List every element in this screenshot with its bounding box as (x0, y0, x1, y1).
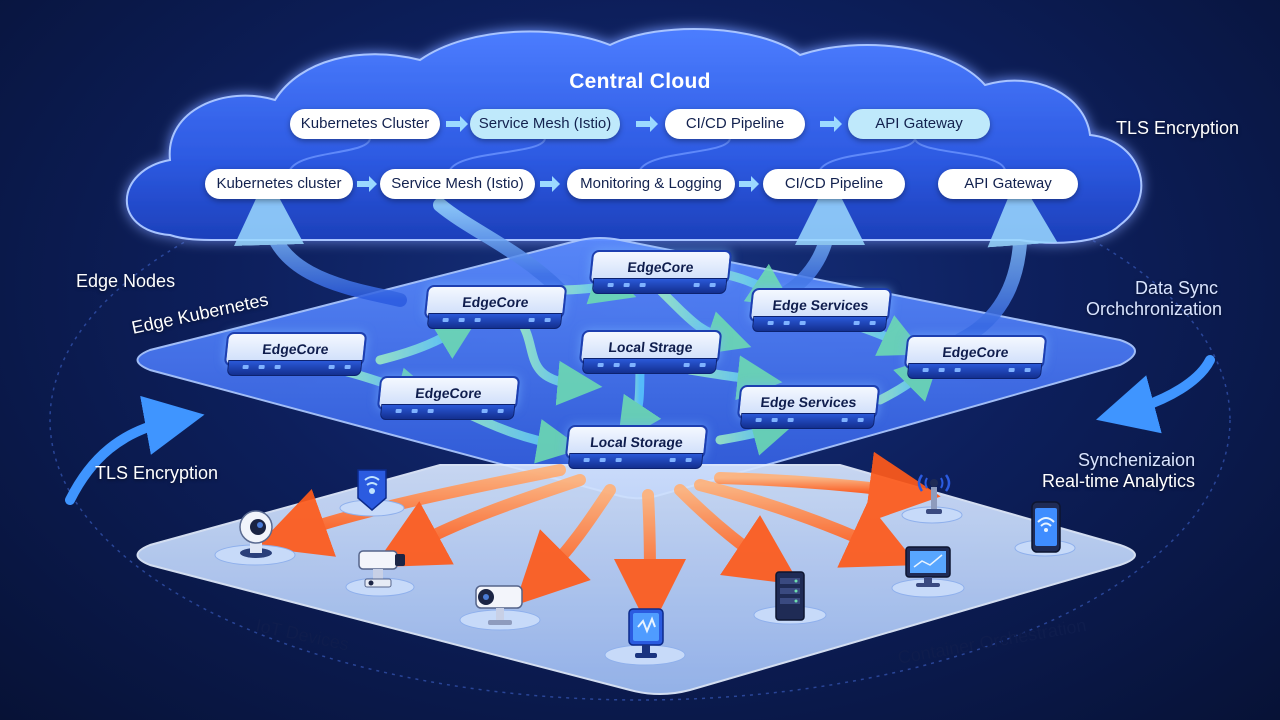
right-sync-arrow (1096, 355, 1215, 434)
label-realtime-analytics: Real-time Analytics (1042, 471, 1196, 491)
pill-arrows (357, 116, 842, 192)
edge-node-label: EdgeCore (626, 259, 695, 275)
smart-sensor-icon[interactable] (352, 466, 392, 514)
edge-node-label: Local Strage (607, 339, 694, 355)
label-tls-encryption-left: TLS Encryption (95, 463, 219, 483)
edge-node-edge-services-1[interactable]: Edge Services (748, 288, 893, 332)
edge-node-label: EdgeCore (261, 341, 330, 357)
bullet-camera-icon[interactable] (472, 580, 532, 628)
security-camera-icon[interactable] (228, 505, 284, 561)
tablet-sensor-icon[interactable] (625, 605, 667, 661)
edge-node-label: EdgeCore (461, 294, 530, 310)
cloud-api-gateway[interactable]: API Gateway (848, 109, 990, 139)
cloud-cicd-pipeline-2[interactable]: CI/CD Pipeline (763, 169, 905, 199)
edge-node-edgecore-1[interactable]: EdgeCore (588, 250, 733, 294)
cloud-kubernetes-cluster-2[interactable]: Kubernetes cluster (205, 169, 353, 199)
edge-node-edgecore-2[interactable]: EdgeCore (423, 285, 568, 329)
edge-node-label: EdgeCore (941, 344, 1010, 360)
label-data-sync: Data Sync (1135, 278, 1219, 298)
edge-node-edge-services-2[interactable]: Edge Services (736, 385, 881, 429)
cloud-api-gateway-2[interactable]: API Gateway (938, 169, 1078, 199)
edge-node-edgecore-4[interactable]: EdgeCore (903, 335, 1048, 379)
label-tls-encryption-top: TLS Encryption (1116, 118, 1240, 138)
edge-node-local-storage-1[interactable]: Local Strage (578, 330, 723, 374)
orbit-ring (49, 139, 1231, 701)
cloud-monitoring-logging[interactable]: Monitoring & Logging (567, 169, 735, 199)
label-orchestration-sync: Orchchronization (1086, 299, 1223, 319)
cloud-cicd-pipeline[interactable]: CI/CD Pipeline (665, 109, 805, 139)
upward-flows (234, 175, 1058, 347)
cloud-service-mesh[interactable]: Service Mesh (Istio) (470, 109, 620, 139)
label-synchronization: Synchenizaion (1078, 450, 1196, 470)
device-flows (256, 451, 941, 631)
server-rack-icon[interactable] (772, 570, 808, 624)
edge-node-edgecore-5[interactable]: EdgeCore (376, 376, 521, 420)
cloud-connectors (289, 137, 1006, 171)
edge-node-label: Local Storage (589, 434, 684, 450)
cloud-service-mesh-2[interactable]: Service Mesh (Istio) (380, 169, 535, 199)
label-edge-nodes: Edge Nodes (76, 271, 176, 291)
edge-node-edgecore-3[interactable]: EdgeCore (223, 332, 368, 376)
smartphone-wifi-icon[interactable] (1028, 500, 1064, 556)
cloud-kubernetes-cluster[interactable]: Kubernetes Cluster (290, 109, 440, 139)
edge-node-label: Edge Services (771, 297, 870, 313)
edge-node-label: Edge Services (759, 394, 858, 410)
ptz-camera-icon[interactable] (355, 545, 409, 591)
edge-node-label: EdgeCore (414, 385, 483, 401)
antenna-icon[interactable] (912, 465, 956, 517)
monitor-icon[interactable] (902, 543, 954, 591)
cloud-title: Central Cloud (569, 70, 711, 93)
left-sync-arrow (65, 395, 205, 505)
edge-node-local-storage-2[interactable]: Local Storage (564, 425, 709, 469)
